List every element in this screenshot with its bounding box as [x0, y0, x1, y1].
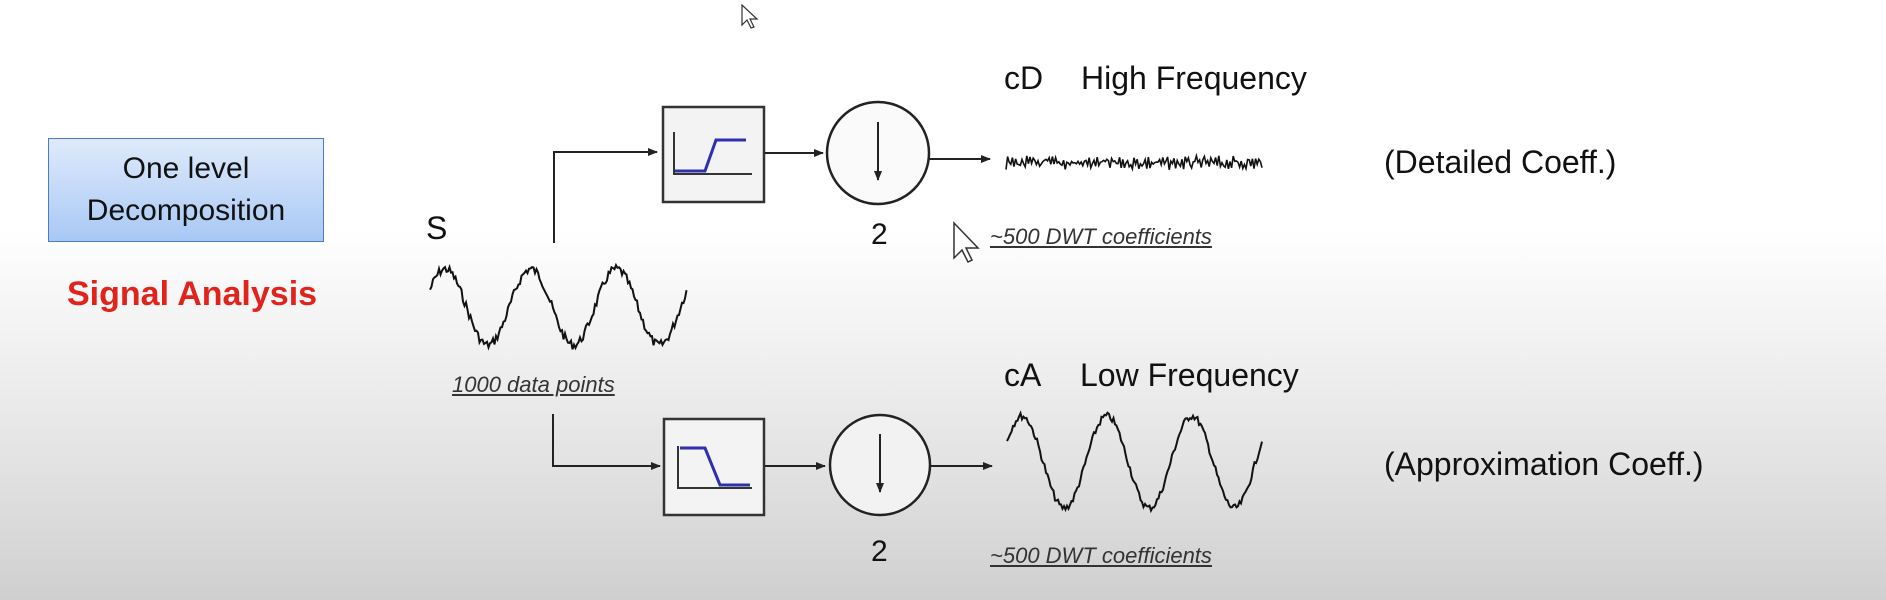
cursor-icon: [741, 3, 759, 29]
detail-downsample-factor: 2: [871, 218, 888, 251]
detailed-coeff-label: (Detailed Coeff.): [1384, 144, 1617, 180]
low-pass-filter-block: [662, 417, 766, 517]
approx-coefficients-note: ~500 DWT coefficients: [990, 543, 1212, 568]
title-line-1: One level: [122, 152, 250, 185]
lower-branch-connector: [552, 414, 661, 470]
input-signal-waveform: [429, 262, 688, 351]
input-signal-label: S: [426, 210, 448, 246]
approx-downsampler: [828, 413, 932, 517]
upper-branch-connector: [553, 148, 658, 243]
approximation-coeff-label: (Approximation Coeff.): [1384, 446, 1704, 482]
detail-downsampler: [825, 100, 931, 206]
title-line-2: Decomposition: [86, 194, 286, 227]
input-data-points-note: 1000 data points: [452, 372, 615, 397]
high-pass-filter-block: [661, 105, 766, 204]
approx-coefficients-waveform: [1006, 410, 1263, 514]
approx-downsample-factor: 2: [871, 535, 888, 568]
detail-coefficients-note: ~500 DWT coefficients: [990, 224, 1212, 249]
detail-short-label: cD: [1004, 60, 1044, 96]
high-pass-response-curve: [675, 138, 746, 173]
low-pass-response-curve: [680, 446, 750, 487]
approx-short-label: cA: [1004, 357, 1042, 393]
detail-coefficients-waveform: [1005, 152, 1263, 172]
pointer-cursor-icon: [953, 221, 980, 264]
approx-branch-title: Low Frequency: [1080, 357, 1299, 393]
detail-branch-title: High Frequency: [1081, 60, 1307, 96]
subtitle-signal-analysis: Signal Analysis: [67, 275, 318, 313]
decomposition-title-box: One level Decomposition: [48, 138, 324, 242]
